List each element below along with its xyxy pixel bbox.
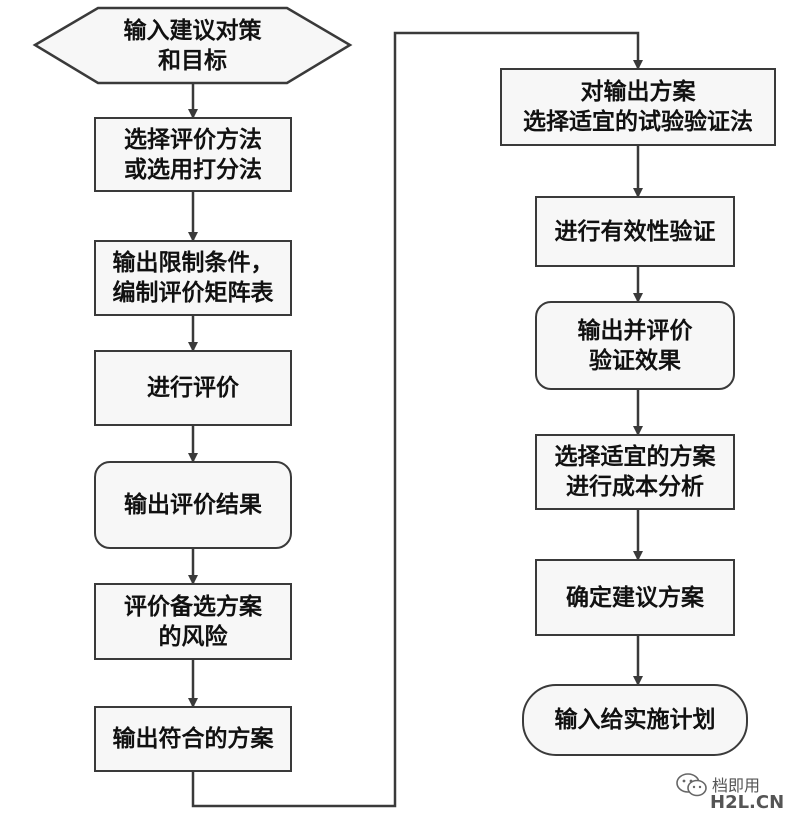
- node-evaluate-risk: 评价备选方案 的风险: [94, 583, 292, 660]
- watermark: 档即用 H2L.CN: [676, 772, 794, 816]
- wechat-icon: [676, 773, 707, 797]
- node-output-evaluation-results: 输出评价结果: [94, 461, 292, 549]
- node-select-evaluation-method: 选择评价方法 或选用打分法: [94, 117, 292, 192]
- node-input-suggestions: 输入建议对策 和目标: [123, 18, 262, 74]
- node-cost-analysis: 选择适宜的方案 进行成本分析: [535, 434, 735, 510]
- start-hexagon: [32, 6, 353, 85]
- node-output-constraints: 输出限制条件， 编制评价矩阵表: [94, 240, 292, 316]
- node-output-matching-scheme: 输出符合的方案: [94, 706, 292, 772]
- node-confirm-suggestion: 确定建议方案: [535, 559, 735, 636]
- node-output-validation-effect: 输出并评价 验证效果: [535, 301, 735, 390]
- watermark-top-text: 档即用: [712, 776, 761, 795]
- node-select-test-method: 对输出方案 选择适宜的试验验证法: [500, 68, 776, 146]
- connector-n7-n8: [191, 31, 643, 808]
- node-perform-evaluation: 进行评价: [94, 350, 292, 426]
- node-perform-validation: 进行有效性验证: [535, 196, 735, 267]
- node-input-implementation-plan: 输入给实施计划: [522, 684, 748, 756]
- watermark-bottom-text: H2L.CN: [710, 792, 785, 813]
